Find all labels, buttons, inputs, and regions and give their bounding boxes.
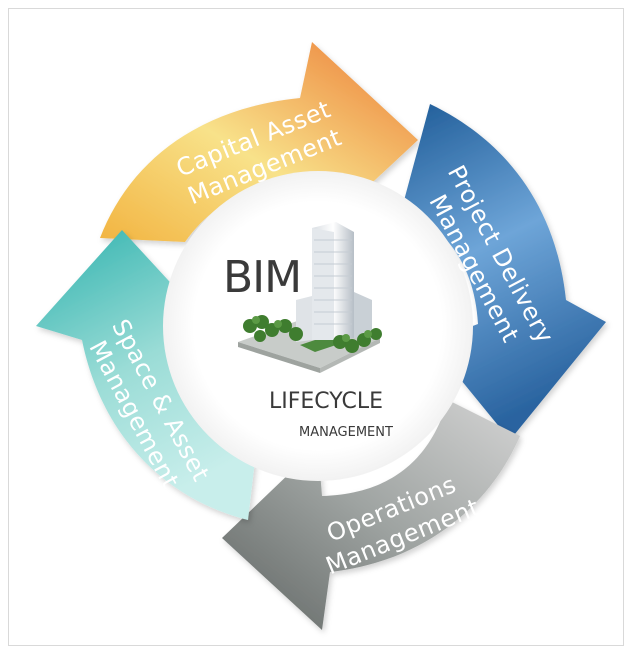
bim-title: BIM <box>223 252 301 303</box>
lifecycle-title: LIFECYCLE <box>269 389 383 414</box>
operations-arrow <box>222 400 520 630</box>
space-asset-arrow <box>36 230 256 520</box>
building-image <box>238 222 382 373</box>
lifecycle-subtitle: MANAGEMENT <box>299 425 393 440</box>
